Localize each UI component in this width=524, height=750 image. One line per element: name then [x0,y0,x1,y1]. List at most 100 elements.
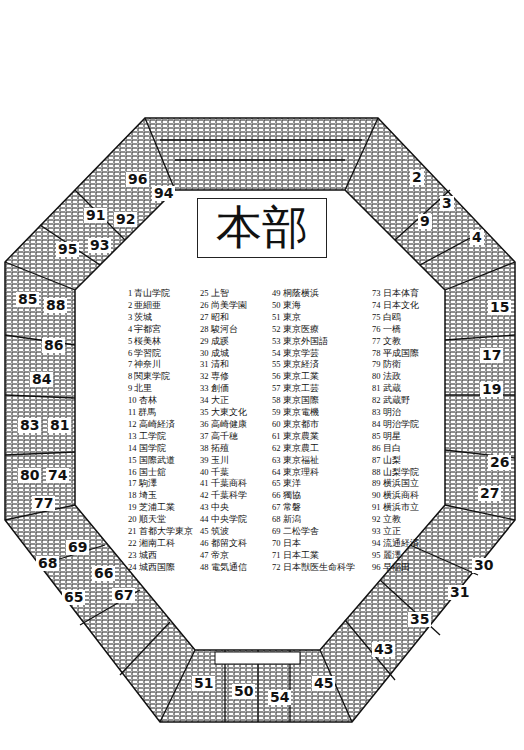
university-entry: 33 創価 [200,383,229,393]
section-number: 4 [470,230,484,245]
university-entry: 86 目白 [372,443,401,453]
university-entry: 78 平成国際 [372,348,419,358]
section-number: 67 [112,588,135,603]
university-entry: 7 神奈川 [128,359,161,369]
headquarters-label: 本部 [216,202,308,254]
university-entry: 67 常磐 [272,502,301,512]
university-entry: 82 武蔵野 [372,395,410,405]
university-entry: 9 北里 [128,383,152,393]
section-number: 43 [372,642,395,657]
university-entry: 88 山梨学院 [372,467,419,477]
section-number: 17 [480,348,503,363]
university-entry: 32 専修 [200,371,229,381]
university-entry: 96 早稲田 [372,562,410,572]
university-entry: 50 東海 [272,300,301,310]
section-number: 95 [56,242,79,257]
university-entry: 31 清和 [200,359,229,369]
university-entry: 26 尚美学園 [200,300,247,310]
university-entry: 29 成蹊 [200,336,229,346]
university-entry: 12 高崎経済 [128,419,175,429]
university-entry: 73 日本体育 [372,288,419,298]
university-entry: 76 一橋 [372,324,401,334]
university-entry: 63 東京福祉 [272,455,319,465]
university-entry: 59 東京電機 [272,407,319,417]
university-entry: 2 亜細亜 [128,300,161,310]
section-number: 96 [126,172,149,187]
university-entry: 36 高崎健康 [200,419,247,429]
university-entry: 89 横浜国立 [372,478,419,488]
section-number: 54 [268,690,291,705]
university-entry: 5 桜美林 [128,336,161,346]
university-entry: 93 立正 [372,526,401,536]
university-entry: 39 玉川 [200,455,229,465]
section-number: 93 [88,238,111,253]
section-number: 86 [42,338,65,353]
section-number: 15 [488,300,511,315]
university-entry: 60 東京都市 [272,419,319,429]
university-entry: 61 東京農業 [272,431,319,441]
university-entry: 11 群馬 [128,407,156,417]
section-number: 84 [30,372,53,387]
university-entry: 10 杏林 [128,395,157,405]
university-entry: 81 武蔵 [372,383,401,393]
university-entry: 54 東京学芸 [272,348,319,358]
university-entry: 18 埼玉 [128,490,157,500]
university-entry: 49 桐蔭横浜 [272,288,319,298]
university-entry: 30 成城 [200,348,229,358]
university-entry: 34 大正 [200,395,229,405]
university-entry: 65 東洋 [272,478,301,488]
university-entry: 20 順天堂 [128,514,166,524]
university-entry: 17 駒澤 [128,478,157,488]
university-entry: 90 横浜商科 [372,490,419,500]
university-entry: 58 東京国際 [272,395,319,405]
section-number: 77 [32,496,55,511]
university-entry: 80 法政 [372,371,401,381]
university-entry: 87 山梨 [372,455,401,465]
university-entry: 94 流通経済 [372,538,419,548]
section-number: 3 [440,196,454,211]
university-entry: 66 獨協 [272,490,301,500]
university-entry: 41 千葉商科 [200,478,247,488]
university-entry: 72 日本獣医生命科学 [272,562,355,572]
university-entry: 44 中央学院 [200,514,247,524]
university-entry: 42 千葉科学 [200,490,247,500]
university-entry: 75 白鴎 [372,312,401,322]
section-number: 51 [192,676,215,691]
university-entry: 85 明星 [372,431,401,441]
university-entry: 16 国士舘 [128,467,166,477]
section-number: 35 [408,612,431,627]
university-entry: 40 千葉 [200,467,229,477]
section-number: 88 [44,298,67,313]
section-number: 45 [312,676,335,691]
university-entry: 51 東京 [272,312,301,322]
university-entry: 27 昭和 [200,312,229,322]
university-entry: 53 東京外国語 [272,336,328,346]
university-entry: 70 日本 [272,538,301,548]
university-entry: 25 上智 [200,288,229,298]
section-number: 69 [66,540,89,555]
section-number: 19 [480,382,503,397]
section-number: 80 [18,468,41,483]
section-number: 66 [92,566,115,581]
university-entry: 84 明治学院 [372,419,419,429]
university-entry: 62 東京農工 [272,443,319,453]
university-entry: 71 日本工業 [272,550,319,560]
university-entry: 69 二松学舎 [272,526,319,536]
university-entry: 79 防衛 [372,359,401,369]
university-entry: 23 城西 [128,550,157,560]
university-entry: 21 首都大学東京 [128,526,193,536]
section-number: 83 [18,418,41,433]
section-number: 50 [232,684,255,699]
university-entry: 8 関東学院 [128,371,170,381]
university-entry: 13 工学院 [128,431,166,441]
section-number: 26 [488,455,511,470]
university-entry: 1 青山学院 [128,288,170,298]
university-entry: 74 日本文化 [372,300,419,310]
university-entry: 95 麗澤 [372,550,401,560]
university-entry: 52 東京医療 [272,324,319,334]
section-number: 94 [152,186,175,201]
university-entry: 77 文教 [372,336,401,346]
entrance-block [215,652,300,664]
section-number: 2 [410,170,424,185]
